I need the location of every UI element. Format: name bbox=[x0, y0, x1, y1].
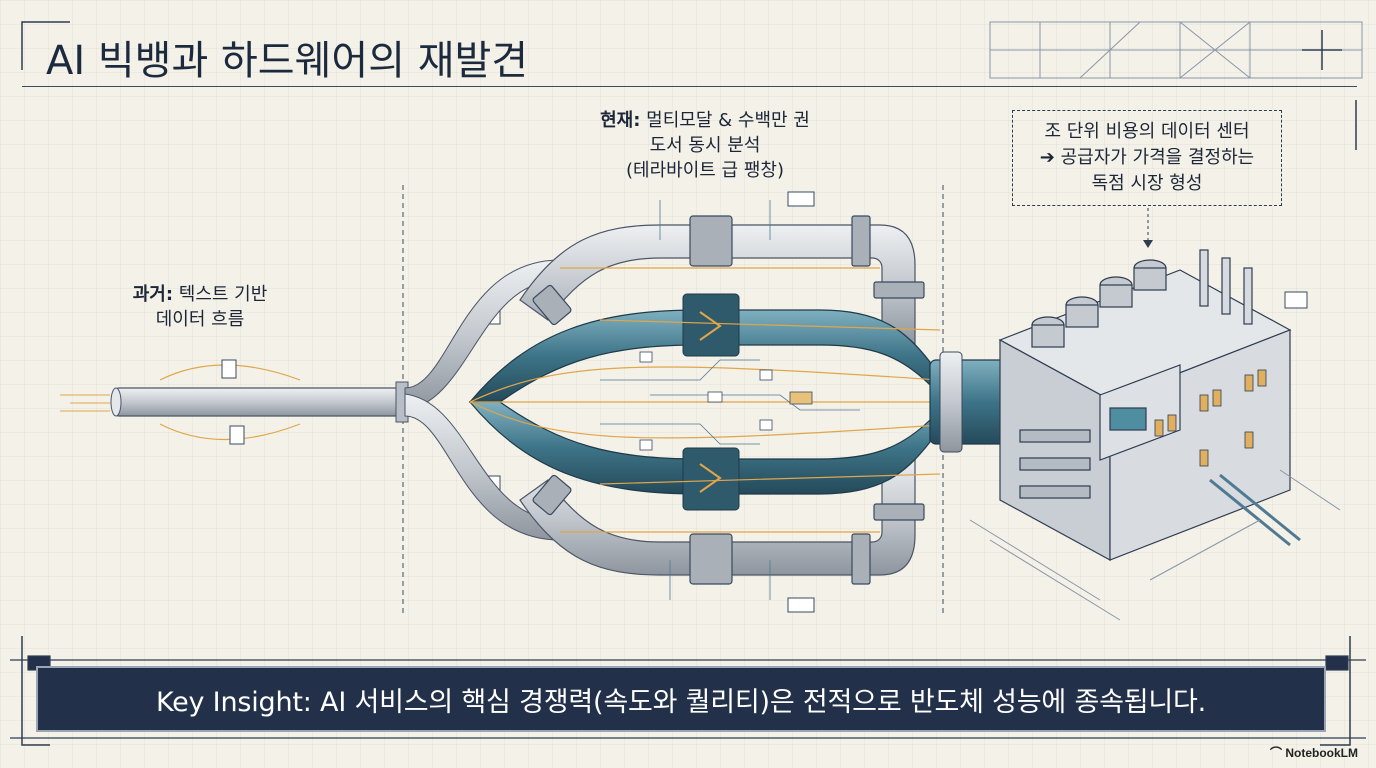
past-line1: 텍스트 기반 bbox=[173, 284, 268, 305]
banner-frame bbox=[10, 655, 1366, 739]
now-label: 현재: 멀티모달 & 수백만 권 도서 동시 분석 (테라바이트 급 팽창) bbox=[555, 108, 855, 183]
chip-icons bbox=[639, 351, 813, 451]
pipe-flanges bbox=[532, 215, 925, 585]
title-divider bbox=[22, 86, 1357, 87]
past-line2: 데이터 흐름 bbox=[155, 309, 245, 330]
now-line3: (테라바이트 급 팽창) bbox=[626, 160, 784, 181]
datacenter-line3: 독점 시장 형성 bbox=[1091, 173, 1203, 194]
past-prefix: 과거: bbox=[132, 284, 174, 305]
outer-pipes bbox=[519, 224, 916, 576]
datacenter-line1: 조 단위 비용의 데이터 센터 bbox=[1044, 121, 1250, 142]
key-insight-banner: Key Insight: AI 서비스의 핵심 경쟁력(속도와 퀄리티)은 전적… bbox=[36, 666, 1326, 732]
teal-pipes bbox=[468, 293, 931, 511]
now-prefix: 현재: bbox=[600, 110, 641, 131]
data-flow-lines bbox=[469, 267, 941, 533]
data-center-building bbox=[969, 249, 1341, 621]
corner-brackets bbox=[21, 21, 1357, 746]
callout-arrowhead bbox=[1143, 240, 1153, 248]
brand-text: NotebookLM bbox=[1285, 746, 1358, 760]
now-line2: 도서 동시 분석 bbox=[649, 135, 761, 156]
past-pipe bbox=[110, 364, 409, 441]
corner-sketch bbox=[989, 21, 1363, 79]
past-label: 과거: 텍스트 기반 데이터 흐름 bbox=[120, 282, 280, 332]
page-title: AI 빅뱅과 하드웨어의 재발견 bbox=[46, 38, 529, 84]
brand-logo-icon: ⌒ bbox=[1270, 746, 1286, 760]
key-insight-text: Key Insight: AI 서비스의 핵심 경쟁력(속도와 퀄리티)은 전적… bbox=[155, 686, 1207, 718]
datacenter-callout: 조 단위 비용의 데이터 센터 ➔ 공급자가 가격을 결정하는 독점 시장 형성 bbox=[1012, 110, 1282, 206]
speed-lines bbox=[60, 394, 110, 412]
datacenter-line2: ➔ 공급자가 가격을 결정하는 bbox=[1039, 147, 1255, 168]
brand-watermark: ⌒ NotebookLM bbox=[1270, 744, 1358, 761]
now-line1: 멀티모달 & 수백만 권 bbox=[640, 110, 810, 131]
